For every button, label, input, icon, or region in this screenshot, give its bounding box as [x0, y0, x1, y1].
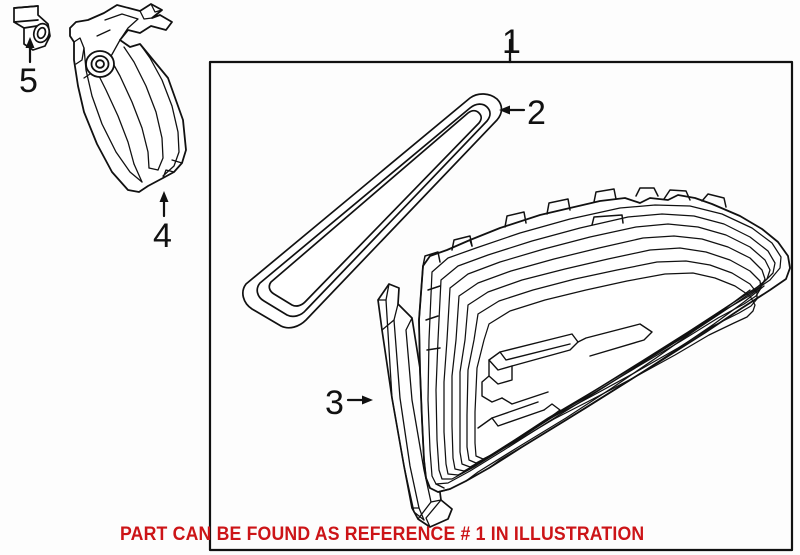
part-gasket-seal	[242, 93, 503, 329]
reference-caption: PART CAN BE FOUND AS REFERENCE # 1 IN IL…	[120, 524, 645, 545]
leader-4-arrowhead	[159, 191, 169, 202]
tail-light-bottom-foot	[429, 480, 467, 493]
callout-number-1[interactable]: 1	[502, 23, 521, 61]
leader-3-arrowhead	[362, 395, 373, 405]
callout-number-5[interactable]: 5	[19, 62, 38, 100]
tail-light-left-wall	[418, 265, 441, 489]
tail-light-top-tabs	[422, 187, 727, 267]
leader-2-arrowhead	[499, 105, 510, 115]
bracket-boss	[85, 50, 115, 78]
tail-light-internal-detail	[477, 323, 653, 429]
tail-light-lower-folds	[465, 285, 765, 482]
callout-number-4[interactable]: 4	[153, 217, 172, 255]
leader-5-arrowhead	[25, 37, 35, 48]
callout-number-2[interactable]: 2	[527, 94, 546, 132]
callout-number-3[interactable]: 3	[325, 384, 344, 422]
callout-leaders	[25, 37, 526, 405]
reference-box-border	[208, 60, 794, 552]
part-screw	[13, 5, 51, 51]
trim-strip-detail	[377, 283, 442, 528]
